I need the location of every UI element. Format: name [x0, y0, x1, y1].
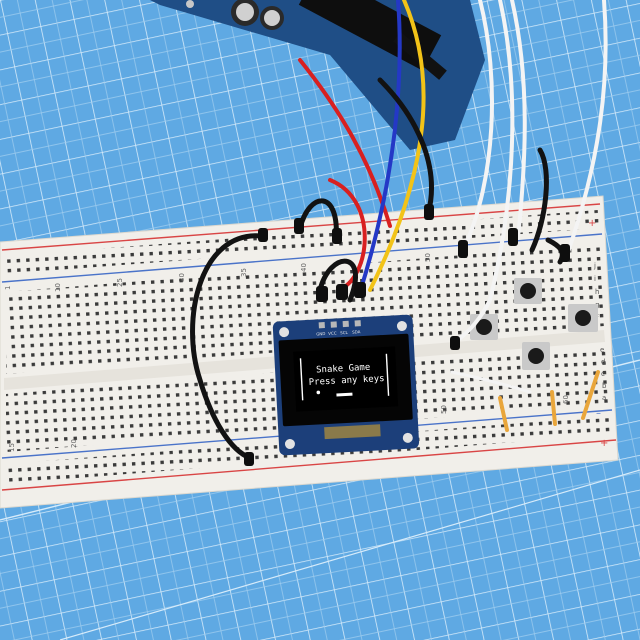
- rail-plus-label: +: [600, 438, 608, 449]
- oled-title-text: Snake Game: [316, 363, 371, 376]
- snake-segment: [299, 358, 304, 401]
- pin-label: GND: [316, 331, 325, 336]
- wire-connector-ends: [244, 204, 570, 466]
- blue-wire: [358, 0, 402, 294]
- column-number: 20: [70, 439, 78, 448]
- hole-field-upper: [6, 244, 604, 374]
- oled-ribbon: [324, 424, 381, 440]
- oled-display-area: [293, 346, 399, 412]
- row-letter: a: [602, 394, 606, 402]
- black-wire: [190, 233, 265, 461]
- column-number: 15: [8, 443, 16, 452]
- rail-red-bottom: [1, 439, 617, 491]
- column-number: 50: [440, 405, 448, 414]
- resistor-group: [498, 370, 600, 432]
- white-wire: [456, 0, 515, 342]
- resistor: [581, 370, 600, 420]
- mounting-hole: [279, 327, 290, 338]
- column-number: 10: [54, 283, 62, 292]
- push-button: [522, 342, 550, 370]
- white-wire: [463, 0, 494, 248]
- column-number: 60: [562, 395, 570, 404]
- rail-minus-label: –: [596, 408, 601, 419]
- rail-plus-label: +: [588, 218, 596, 229]
- hole-field-top-rail: [6, 210, 599, 274]
- oled-header-pins: [318, 320, 361, 329]
- oled-subtitle-text: Press any keys: [309, 374, 385, 388]
- white-wire: [566, 0, 608, 254]
- pin-label: VCC: [328, 330, 337, 335]
- red-wire: [328, 178, 367, 292]
- column-number: 25: [116, 278, 124, 287]
- push-button: [514, 278, 542, 304]
- black-wire: [529, 147, 549, 253]
- black-wire: [377, 77, 434, 217]
- white-wire: [510, 0, 527, 240]
- wires: [190, 0, 608, 461]
- white-wire: [450, 370, 532, 394]
- resistor: [550, 390, 557, 426]
- row-letter: e: [600, 346, 604, 354]
- mounting-hole: [284, 439, 295, 450]
- row-letter: i: [594, 275, 596, 283]
- food-pellet: [316, 390, 321, 395]
- black-wire: [297, 198, 339, 243]
- column-number: 35: [240, 268, 248, 277]
- row-letter: j: [593, 262, 596, 270]
- pin-label: SDA: [352, 329, 361, 334]
- row-letter: d: [601, 358, 605, 366]
- mounting-hole: [402, 432, 413, 443]
- arduino-capacitor: [231, 0, 284, 30]
- push-button: [568, 304, 598, 332]
- column-number: 30: [178, 273, 186, 282]
- column-number: 50: [424, 253, 432, 262]
- mounting-hole: [396, 320, 407, 331]
- column-number: 40: [300, 263, 308, 272]
- row-letter: h: [595, 288, 599, 296]
- snake-body: [336, 392, 353, 397]
- yellow-wire: [368, 0, 426, 292]
- column-number: 1: [4, 286, 12, 290]
- pin-label: SCL: [340, 330, 349, 335]
- row-letter: b: [602, 382, 607, 390]
- snake-segment: [385, 353, 390, 396]
- mat-diagonal-line: [59, 469, 640, 640]
- resistor: [498, 396, 509, 432]
- oled-module: GND VCC SCL SDA Snake Game Press any key…: [272, 314, 420, 456]
- row-letter: c: [601, 370, 605, 378]
